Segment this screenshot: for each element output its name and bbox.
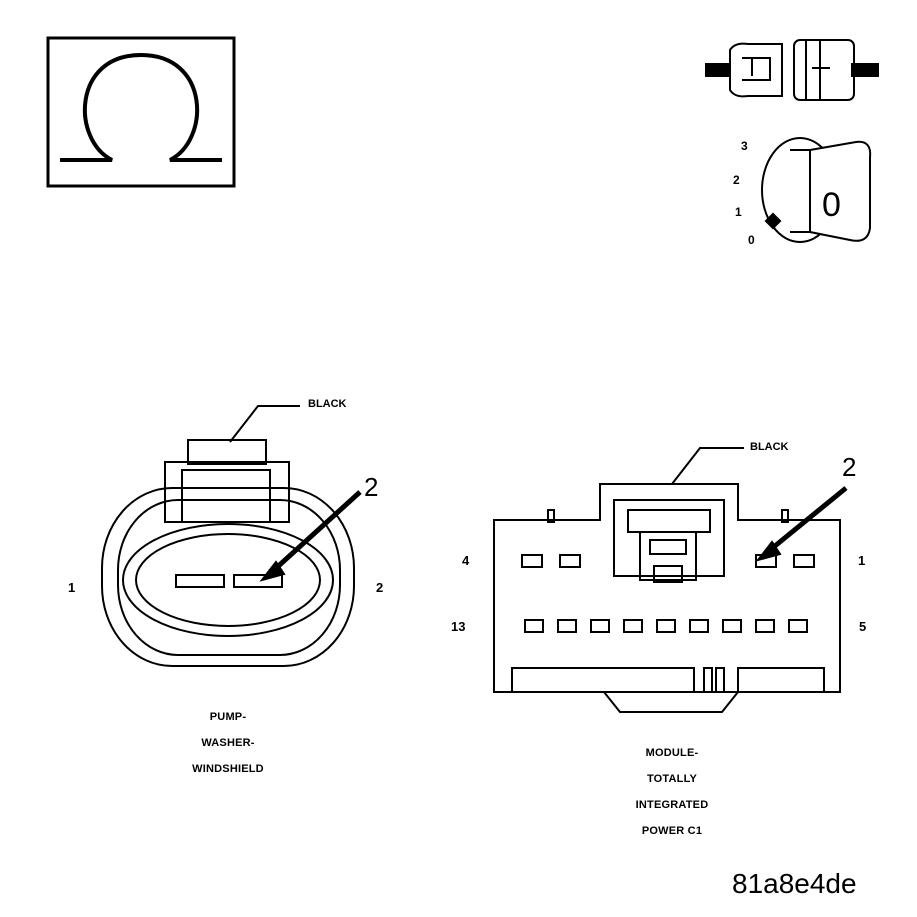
left-callout-number: 2 — [364, 472, 379, 502]
right-caption-line-2: TOTALLY — [646, 773, 698, 785]
right-pin-1-label: 1 — [858, 553, 866, 568]
right-callout-number: 2 — [842, 452, 857, 482]
left-pin-1-label: 1 — [68, 580, 76, 595]
ignition-key-digit: 0 — [822, 186, 841, 224]
left-caption-line-3: WINDSHIELD — [192, 763, 264, 775]
right-caption-line-1: MODULE- — [645, 747, 699, 759]
ohm-icon — [46, 36, 236, 188]
ignition-pos-3: 3 — [741, 139, 748, 153]
right-pin-13-label: 13 — [451, 619, 466, 634]
left-color-label: BLACK — [308, 398, 347, 410]
ignition-pos-2: 2 — [733, 173, 740, 187]
left-callout-arrow — [259, 490, 362, 582]
right-black-leader — [671, 447, 744, 485]
left-connector — [101, 439, 355, 667]
left-black-leader — [229, 405, 300, 443]
right-pin-row-bottom — [524, 619, 808, 633]
right-pin-5-label: 5 — [859, 619, 867, 634]
right-pin-4-label: 4 — [462, 553, 470, 568]
right-connector — [493, 483, 841, 713]
left-pin-2-label: 2 — [376, 580, 384, 595]
right-callout-arrow — [755, 486, 848, 562]
right-color-label: BLACK — [750, 441, 789, 453]
right-connector-caption: MODULE- TOTALLY INTEGRATED POWER C1 — [580, 740, 764, 844]
left-connector-caption: PUMP- WASHER- WINDSHIELD — [140, 704, 316, 782]
right-caption-line-3: INTEGRATED — [635, 799, 709, 811]
ignition-pos-1: 1 — [735, 205, 742, 219]
left-caption-line-2: WASHER- — [201, 737, 255, 749]
figure-id: 81a8e4de — [732, 868, 857, 899]
ignition-pos-0: 0 — [748, 233, 755, 247]
right-caption-line-4: POWER C1 — [641, 825, 703, 837]
disconnect-connector-icon — [705, 39, 879, 101]
left-caption-line-1: PUMP- — [209, 711, 247, 723]
ignition-key-icon — [761, 137, 872, 243]
